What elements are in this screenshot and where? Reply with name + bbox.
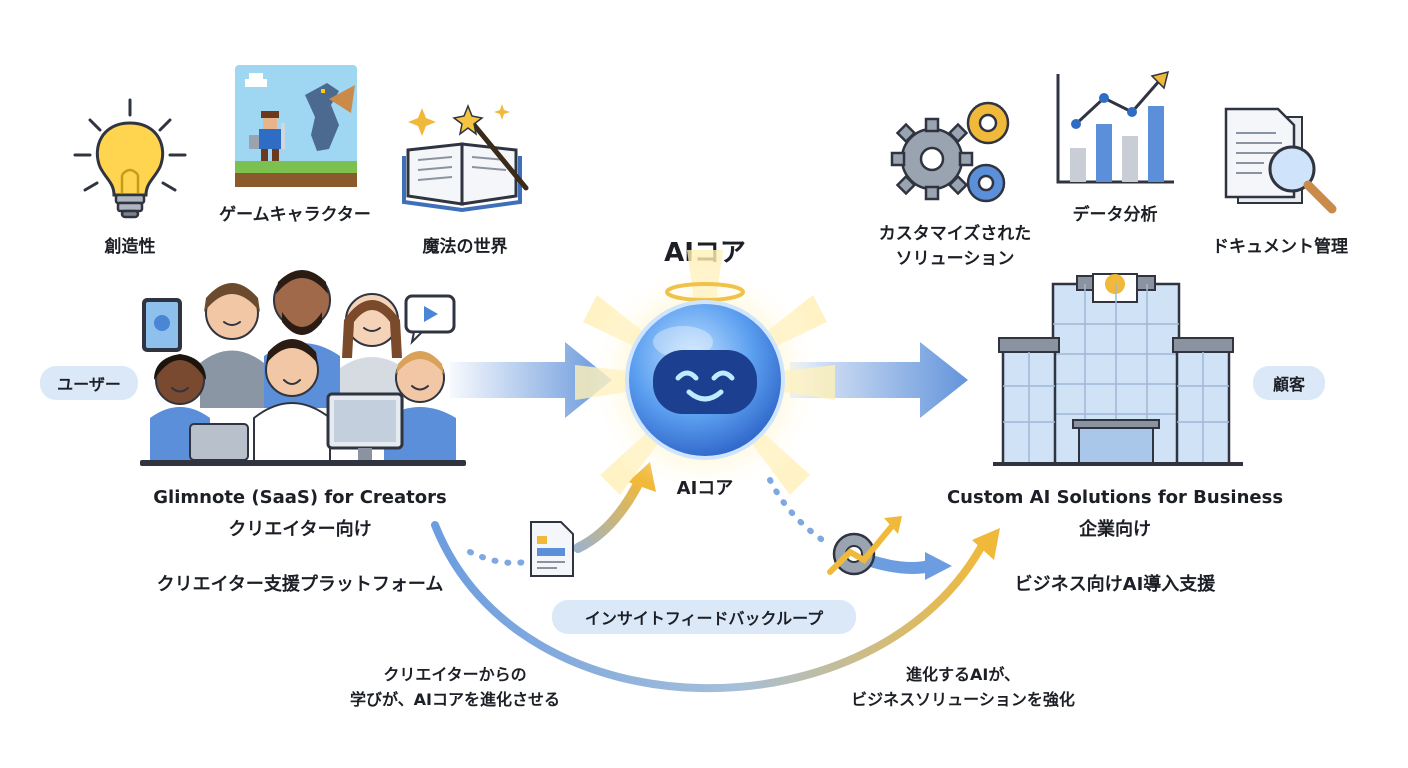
right-eye [711, 370, 735, 381]
custom-solution-label: カスタマイズされた ソリューション [860, 222, 1050, 272]
pixel-game-icon [235, 65, 357, 187]
left-flow-arrow [450, 342, 612, 418]
right-loop-note-line-2: ビジネスソリューションを強化 [851, 690, 1075, 709]
gear-gray [890, 117, 974, 201]
ai-core-sub-label: AIコア [676, 478, 734, 499]
gear-blue [966, 163, 1006, 203]
dotted-line-left [467, 549, 528, 566]
creators-title-ja: クリエイター向け [228, 519, 372, 540]
business-tagline: ビジネス向けAI導入支援 [1014, 574, 1216, 595]
custom-solution-line-2: ソリューション [895, 249, 1015, 269]
creativity-label: 創造性 [104, 237, 156, 257]
left-loop-note-line-2: 学びが、AIコアを進化させる [349, 690, 561, 709]
ai-core-orb [575, 250, 835, 498]
tablet-icon [142, 298, 182, 352]
lightbulb-icon [73, 98, 187, 219]
up-arrow-to-core [573, 475, 645, 553]
smile [686, 389, 724, 402]
users-pill: ユーザー [40, 366, 138, 400]
gear-gold [966, 101, 1010, 145]
document-management-label: ドキュメント管理 [1212, 237, 1348, 257]
report-document-icon [530, 521, 574, 577]
creators-tagline: クリエイター支援プラットフォーム [156, 574, 444, 595]
office-building-illustration [993, 273, 1243, 466]
business-title-en: Custom AI Solutions for Business [946, 487, 1284, 508]
data-analysis-label: データ分析 [1072, 205, 1158, 225]
gears-icon [890, 101, 1010, 203]
document-search-icon [1224, 107, 1337, 214]
bar-chart-icon [1056, 70, 1174, 184]
dotted-line-right [767, 477, 833, 548]
feedback-arc [431, 521, 989, 693]
video-bubble-icon [404, 294, 456, 346]
custom-solution-line-1: カスタマイズされた [878, 224, 1032, 244]
game-character-label: ゲームキャラクター [219, 205, 371, 225]
business-title-ja: 企業向け [1079, 519, 1151, 540]
right-flow-arrow [790, 342, 968, 418]
customers-pill: 顧客 [1253, 366, 1325, 400]
company-logo-icon [1105, 274, 1125, 294]
creators-title-en: Glimnote (SaaS) for Creators [153, 487, 447, 508]
right-loop-note: 進化するAIが、 ビジネスソリューションを強化 [828, 662, 1098, 712]
magic-world-label: 魔法の世界 [422, 237, 508, 257]
feedback-loop-pill: インサイトフィードバックループ [552, 600, 856, 634]
left-loop-note: クリエイターからの 学びが、AIコアを進化させる [320, 662, 590, 712]
magic-book-icon [402, 103, 529, 213]
left-loop-note-line-1: クリエイターからの [383, 665, 527, 684]
creators-group-illustration [140, 270, 466, 466]
gear-growth-icon [827, 516, 902, 576]
left-eye [675, 370, 699, 381]
right-loop-note-line-1: 進化するAIが、 [905, 665, 1021, 684]
